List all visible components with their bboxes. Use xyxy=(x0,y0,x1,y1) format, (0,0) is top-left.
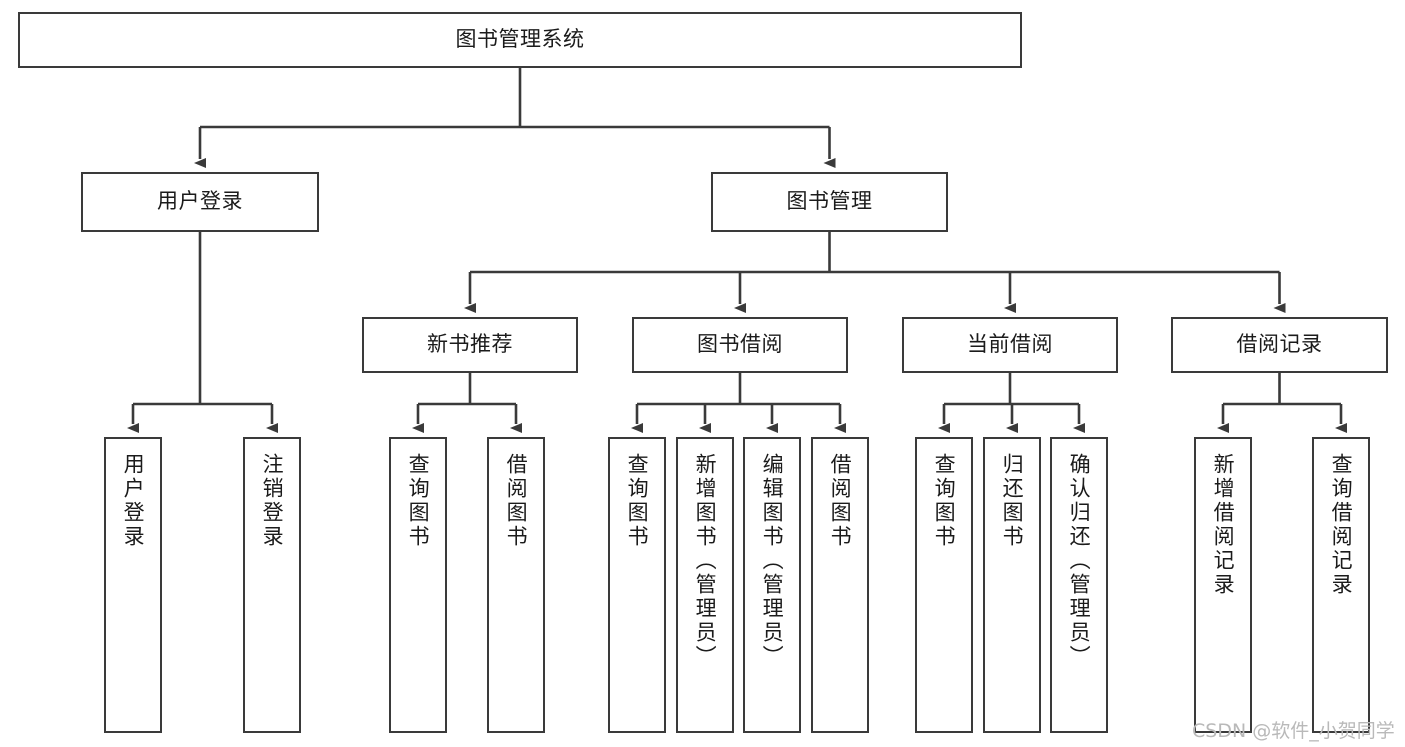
node-user-login[interactable]: 用户登录 xyxy=(81,172,319,232)
node-label: 归还图书 xyxy=(1000,453,1025,549)
node-label: 新书推荐 xyxy=(427,332,513,357)
node-label: 查询图书 xyxy=(406,453,431,549)
node-label: 用户登录 xyxy=(157,189,243,214)
node-label: 新增借阅记录 xyxy=(1211,453,1236,597)
node-label: 用户登录 xyxy=(121,453,146,549)
node-label: 注销登录 xyxy=(260,453,285,549)
node-new-book-rec[interactable]: 新书推荐 xyxy=(362,317,578,373)
node-label: 查询图书 xyxy=(625,453,650,549)
node-leaf-user-login[interactable]: 用户登录 xyxy=(104,437,162,733)
node-label: 借阅图书 xyxy=(828,453,853,549)
node-label: 确认归还（管理员） xyxy=(1067,453,1092,669)
node-leaf-borrow-book-2[interactable]: 借阅图书 xyxy=(811,437,869,733)
node-label: 图书借阅 xyxy=(697,332,783,357)
node-label: 查询借阅记录 xyxy=(1329,453,1354,597)
node-label: 图书管理系统 xyxy=(455,27,585,52)
node-leaf-add-book[interactable]: 新增图书（管理员） xyxy=(676,437,734,733)
node-borrow-record[interactable]: 借阅记录 xyxy=(1171,317,1388,373)
node-label: 编辑图书（管理员） xyxy=(760,453,785,669)
node-leaf-query-book-2[interactable]: 查询图书 xyxy=(608,437,666,733)
node-leaf-borrow-book-1[interactable]: 借阅图书 xyxy=(487,437,545,733)
node-label: 借阅记录 xyxy=(1236,332,1323,357)
node-label: 当前借阅 xyxy=(967,332,1053,357)
csdn-watermark: CSDN @软件_小贺同学 xyxy=(1192,720,1395,742)
node-leaf-return-book[interactable]: 归还图书 xyxy=(983,437,1041,733)
node-leaf-query-book-1[interactable]: 查询图书 xyxy=(389,437,447,733)
node-root[interactable]: 图书管理系统 xyxy=(18,12,1022,68)
node-book-manage[interactable]: 图书管理 xyxy=(711,172,948,232)
node-leaf-edit-book[interactable]: 编辑图书（管理员） xyxy=(743,437,801,733)
node-leaf-add-record[interactable]: 新增借阅记录 xyxy=(1194,437,1252,733)
node-leaf-query-book-3[interactable]: 查询图书 xyxy=(915,437,973,733)
node-label: 图书管理 xyxy=(786,189,873,214)
node-leaf-logout[interactable]: 注销登录 xyxy=(243,437,301,733)
node-current-borrow[interactable]: 当前借阅 xyxy=(902,317,1118,373)
node-label: 查询图书 xyxy=(932,453,957,549)
node-book-borrow[interactable]: 图书借阅 xyxy=(632,317,848,373)
node-leaf-query-record[interactable]: 查询借阅记录 xyxy=(1312,437,1370,733)
node-leaf-confirm-return[interactable]: 确认归还（管理员） xyxy=(1050,437,1108,733)
node-label: 借阅图书 xyxy=(504,453,529,549)
node-label: 新增图书（管理员） xyxy=(693,453,718,669)
